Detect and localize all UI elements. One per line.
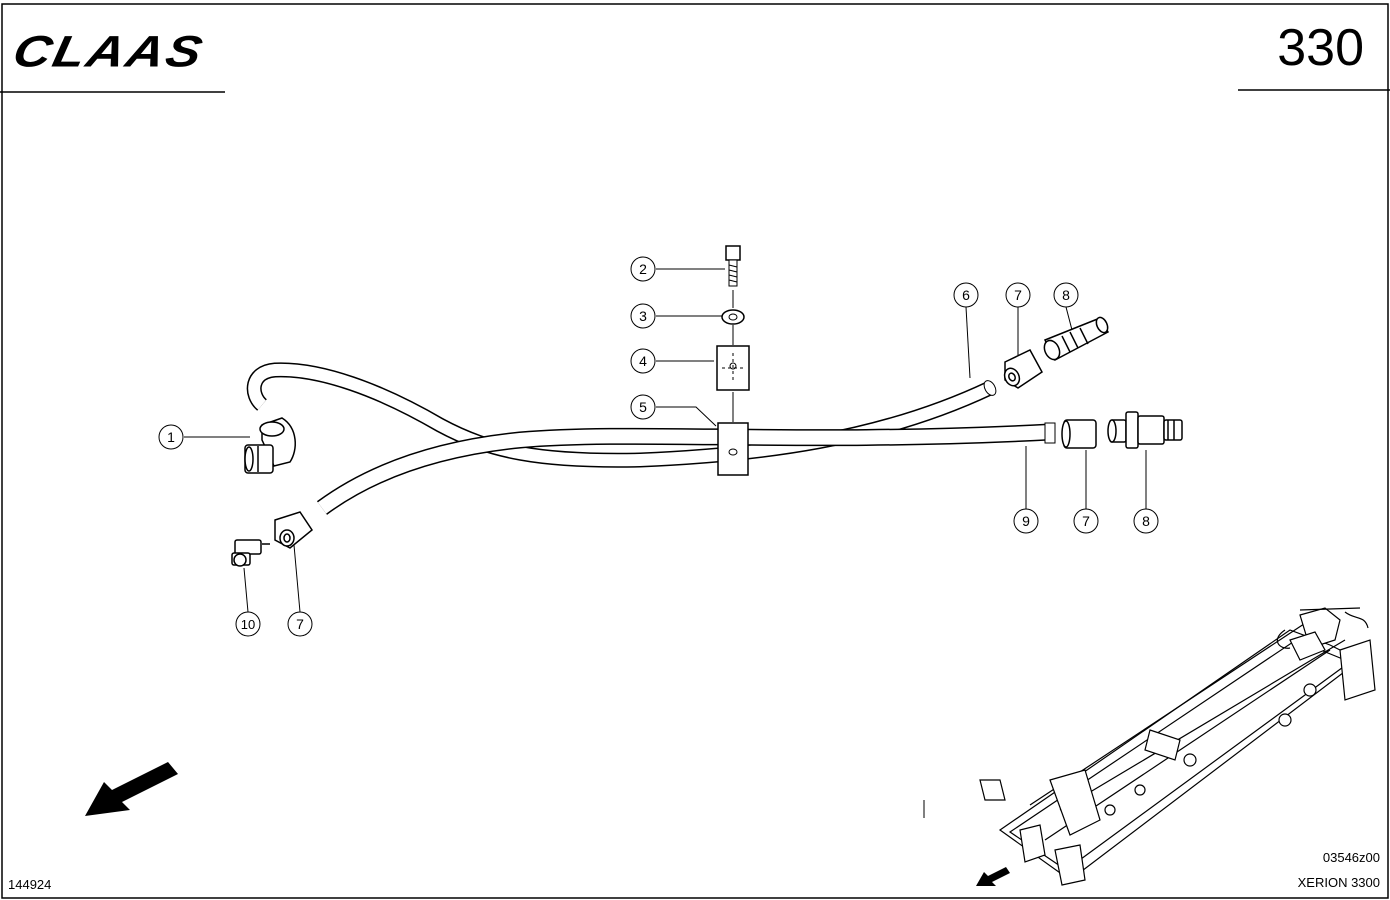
bolt	[725, 245, 741, 287]
hose-upper	[246, 362, 994, 468]
elbow-fitting	[244, 417, 296, 474]
svg-text:10: 10	[241, 617, 255, 632]
model-name: XERION 3300	[1297, 875, 1380, 890]
nut-right	[1061, 419, 1097, 449]
svg-text:5: 5	[639, 399, 647, 415]
nut-upper-right	[1003, 349, 1043, 389]
figure-id: 144924	[8, 877, 52, 892]
hose-lower	[316, 423, 1051, 515]
callout-7-lower: 7	[287, 611, 313, 637]
svg-text:9: 9	[1022, 513, 1030, 529]
callout-1: 1	[158, 424, 184, 450]
svg-text:7: 7	[1014, 287, 1022, 303]
straight-fitting-right	[1107, 411, 1183, 449]
page-border	[1, 3, 1389, 899]
callout-6: 6	[953, 282, 979, 308]
nut-lower-left	[274, 511, 314, 549]
chassis-frame-thumbnail	[979, 607, 1376, 886]
svg-text:8: 8	[1142, 513, 1150, 529]
straight-fitting-upper	[1043, 316, 1110, 362]
clamp-plate	[716, 345, 750, 391]
brand-logo: CLAAS	[8, 27, 209, 77]
callout-3: 3	[630, 303, 656, 329]
clamp-block	[717, 422, 749, 476]
svg-text:4: 4	[639, 353, 647, 369]
callout-10: 10	[235, 611, 261, 637]
svg-text:6: 6	[962, 287, 970, 303]
svg-text:7: 7	[296, 616, 304, 632]
callout-9: 9	[1013, 508, 1039, 534]
direction-arrow-icon	[85, 762, 178, 816]
page-number: 330	[1277, 19, 1364, 77]
callout-7-upper: 7	[1005, 282, 1031, 308]
union-fitting-10	[231, 539, 270, 567]
leader-lines	[184, 268, 1147, 613]
callout-8-upper: 8	[1053, 282, 1079, 308]
svg-text:3: 3	[639, 308, 647, 324]
drawing-number: 03546z00	[1322, 850, 1380, 865]
svg-text:7: 7	[1082, 513, 1090, 529]
callout-8-right: 8	[1133, 508, 1159, 534]
hose-end-6	[983, 380, 997, 396]
thumbnail-direction-arrow-icon	[976, 867, 1010, 886]
hose-end-9	[1044, 422, 1056, 444]
svg-text:2: 2	[639, 261, 647, 277]
callout-4: 4	[630, 348, 656, 374]
washer	[721, 309, 745, 325]
svg-text:1: 1	[167, 429, 175, 445]
callout-2: 2	[630, 256, 656, 282]
svg-text:8: 8	[1062, 287, 1070, 303]
callout-7-right: 7	[1073, 508, 1099, 534]
callout-5: 5	[630, 394, 656, 420]
